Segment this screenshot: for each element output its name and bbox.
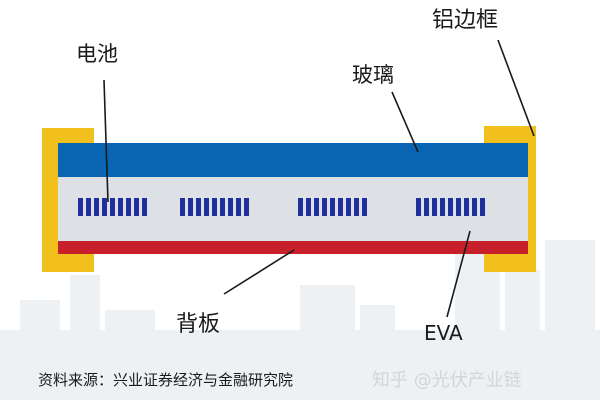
frame-label: 铝边框 (432, 8, 498, 33)
eva-label: EVA (424, 321, 463, 345)
cell-bar (94, 198, 99, 216)
backsheet-label: 背板 (176, 312, 220, 337)
cell-bar (354, 198, 359, 216)
backsheet-layer (58, 241, 528, 254)
cell-bar (78, 198, 83, 216)
cell-label: 电池 (76, 42, 118, 66)
cell-bar (86, 198, 91, 216)
cell-bar (204, 198, 209, 216)
eva-leader-line (446, 230, 471, 318)
cell-bar (298, 198, 303, 216)
cell-bar (212, 198, 217, 216)
cell-bar (440, 198, 445, 216)
cell-bar (118, 198, 123, 216)
cell-bar (472, 198, 477, 216)
source-caption: 资料来源：兴业证券经济与金融研究院 (38, 371, 293, 389)
cell-bar (180, 198, 185, 216)
cell-bar (196, 198, 201, 216)
cell-bar (424, 198, 429, 216)
skyline-background (0, 240, 600, 400)
cell-bar (464, 198, 469, 216)
cell-bar (322, 198, 327, 216)
cell-bar (330, 198, 335, 216)
watermark-text: 知乎 @光伏产业链 (372, 370, 522, 391)
cell-leader-line (103, 79, 109, 203)
cell-bar (236, 198, 241, 216)
frame-leader-line (497, 39, 535, 137)
backsheet-leader-line (223, 249, 295, 295)
cell-bar (362, 198, 367, 216)
glass-leader-line (391, 91, 419, 153)
solar-cells (78, 198, 485, 216)
cell-bar (346, 198, 351, 216)
cell-bar (126, 198, 131, 216)
cell-bar (142, 198, 147, 216)
cell-bar (244, 198, 249, 216)
cell-bar (480, 198, 485, 216)
cell-bar (314, 198, 319, 216)
cell-bar (456, 198, 461, 216)
cell-bar (134, 198, 139, 216)
cell-bar (338, 198, 343, 216)
cell-bar (416, 198, 421, 216)
cell-bar (110, 198, 115, 216)
cell-bar (228, 198, 233, 216)
cell-bar (188, 198, 193, 216)
cell-bar (220, 198, 225, 216)
cell-bar (432, 198, 437, 216)
glass-label: 玻璃 (352, 63, 394, 87)
cell-bar (448, 198, 453, 216)
glass-layer (58, 143, 528, 177)
cell-bar (306, 198, 311, 216)
cell-bar (102, 198, 107, 216)
